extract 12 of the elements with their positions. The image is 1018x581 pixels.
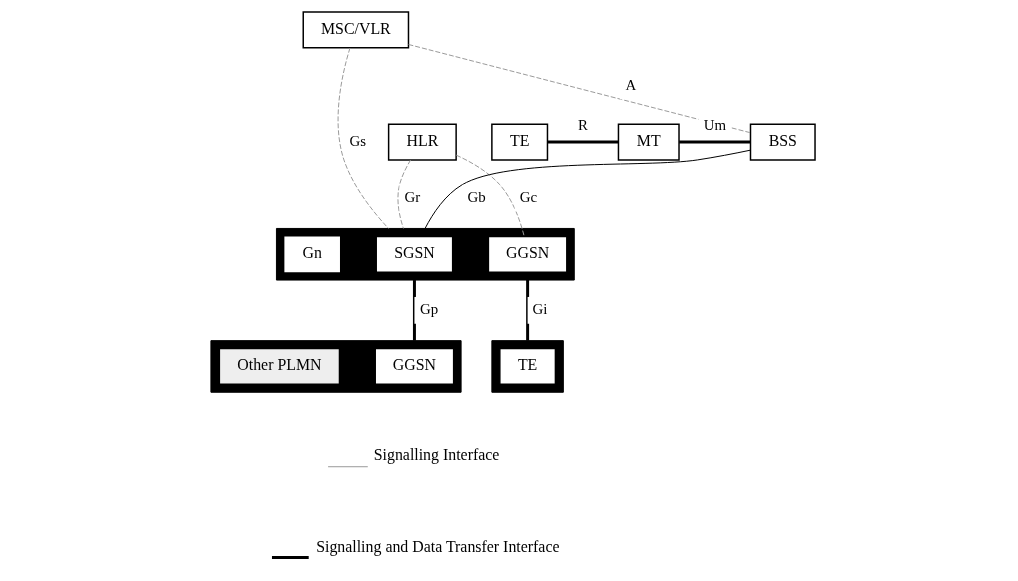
label: Gn <box>302 244 322 262</box>
edge-label: Gi <box>532 301 548 318</box>
edge-label: Gs <box>349 133 366 150</box>
edge-label: Gc <box>519 189 538 206</box>
legend-label: Signalling and Data Transfer Interface <box>316 537 560 555</box>
edge-label: Gp <box>419 301 439 318</box>
legend-label: Signalling Interface <box>373 445 500 463</box>
edge-label: Gr <box>404 189 421 206</box>
edge-label: R <box>578 116 588 133</box>
edge-label: Um <box>703 116 727 133</box>
edge-label: Gb <box>467 189 486 206</box>
edge-label: A <box>625 76 637 93</box>
